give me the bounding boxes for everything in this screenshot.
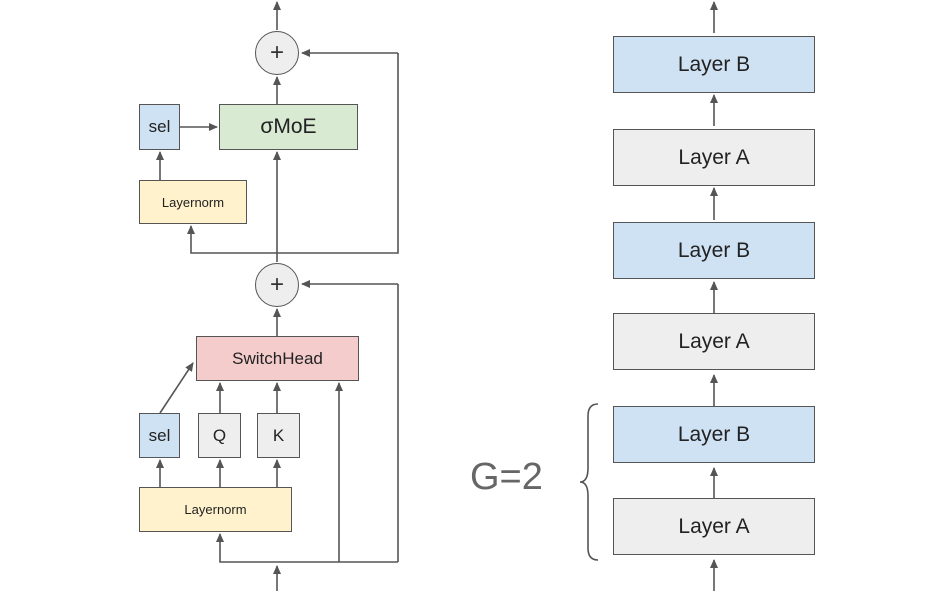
sel-to-switchhead-arrow — [159, 362, 194, 414]
layer-box-6: Layer A — [613, 498, 815, 555]
input-to-layernorm-arrow — [216, 533, 398, 563]
group-brace — [579, 403, 599, 561]
add-node-bottom: + — [255, 263, 299, 307]
k-box: K — [257, 413, 300, 458]
layernorm-box-top: Layernorm — [139, 180, 247, 224]
sel-box-bottom: sel — [139, 413, 180, 458]
group-size-label: G=2 — [470, 456, 543, 498]
residual-line-top — [277, 53, 399, 254]
layernorm-box-bottom: Layernorm — [139, 487, 292, 532]
sigma-moe-box: σMoE — [219, 104, 358, 150]
layer-box-1: Layer B — [613, 36, 815, 93]
layer-box-4: Layer A — [613, 313, 815, 370]
switchhead-box: SwitchHead — [196, 336, 359, 381]
q-box: Q — [198, 413, 241, 458]
layer-box-5: Layer B — [613, 406, 815, 463]
layer-box-3: Layer B — [613, 222, 815, 279]
add-node-top: + — [255, 31, 299, 75]
branch-to-layernorm-top-arrow — [187, 225, 277, 254]
sel-box-top: sel — [139, 104, 180, 150]
layer-box-2: Layer A — [613, 129, 815, 186]
